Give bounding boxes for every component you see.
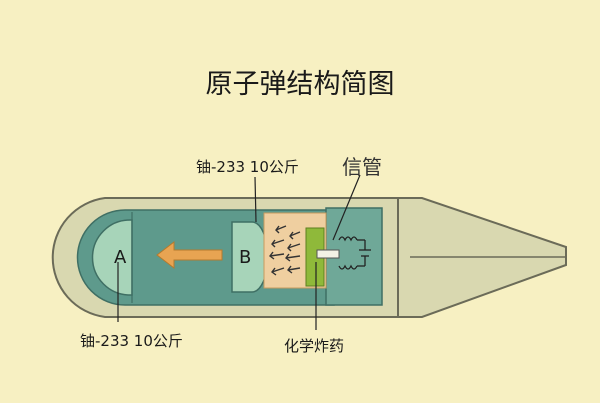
fuse-circuit — [338, 236, 371, 270]
part-b-label: B — [239, 247, 251, 268]
bottom-mass-label: 铀-233 10公斤 — [80, 332, 183, 350]
fuse-rod — [316, 249, 340, 259]
part-a-label: A — [114, 247, 127, 268]
uranium-part-a — [91, 219, 133, 296]
top-mass-label: 铀-233 10公斤 — [196, 158, 299, 176]
leader-lines — [117, 174, 361, 330]
shockwave-arrows — [269, 225, 301, 276]
page-title: 原子弹结构简图 — [205, 69, 395, 100]
explosive-charge-label: 化学炸药 — [284, 337, 345, 355]
movement-arrow — [156, 240, 223, 270]
fuse-label: 信管 — [342, 155, 382, 179]
